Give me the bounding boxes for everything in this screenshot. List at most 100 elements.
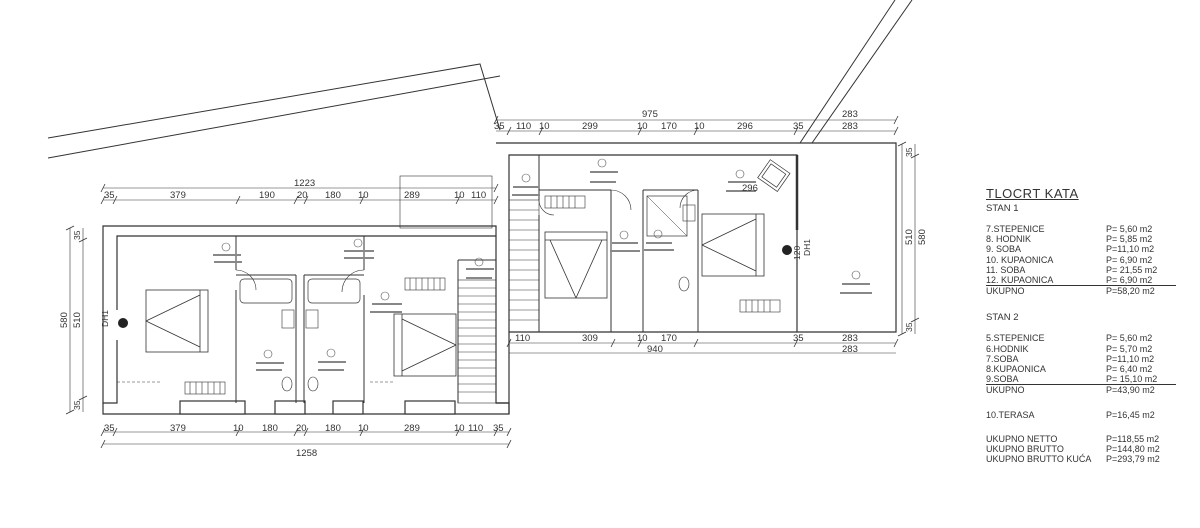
dim-total-top-left: 1223 <box>294 178 315 189</box>
room-number-bubble <box>263 349 273 359</box>
room-name: 11. SOBA <box>986 264 1026 275</box>
door-swing <box>610 189 632 211</box>
total-name: UKUPNO BRUTTO KUĆA <box>986 454 1092 465</box>
dim-segment: 10 <box>694 121 705 132</box>
toilet <box>307 376 319 392</box>
door-tag-marker <box>118 318 128 328</box>
room-label <box>256 362 284 364</box>
dim-segment: 170 <box>661 333 677 344</box>
legend-row: 9. SOBA P=11,10 m2 <box>986 244 1176 254</box>
legend-row: 7.SOBA P=11,10 m2 <box>986 354 1176 364</box>
dim-side: 35 <box>904 322 914 332</box>
dim-segment: 379 <box>170 190 186 201</box>
room-name: 7.SOBA <box>986 353 1019 364</box>
dim-total-top-right: 975 <box>642 109 658 120</box>
room-label <box>590 181 616 183</box>
sink <box>281 309 295 329</box>
room-area: P=11,10 m2 <box>1106 353 1155 364</box>
dim-segment: 110 <box>471 190 486 201</box>
legend-row: 10. KUPAONICA P= 6,90 m2 <box>986 255 1176 265</box>
dim-segment: 170 <box>661 121 677 132</box>
dim-segment: 296 <box>737 121 753 132</box>
dim-side: 580 <box>917 229 928 245</box>
toilet <box>678 276 690 292</box>
room-name: 10. KUPAONICA <box>986 254 1054 265</box>
dim-segment: 10 <box>637 333 648 344</box>
dim-segment: 35 <box>104 423 115 434</box>
room-number-bubble <box>474 257 484 267</box>
room-area: P=11,10 m2 <box>1106 244 1155 255</box>
room-area: P= 5,60 m2 <box>1106 333 1153 344</box>
dim-total-bottom: 1258 <box>296 448 317 459</box>
room-label <box>512 194 540 196</box>
terasa-area: P=16,45 m2 <box>1106 409 1155 420</box>
terrain-line <box>47 63 501 139</box>
total-area: P=144,80 m2 <box>1106 444 1160 455</box>
dim-segment: 289 <box>404 190 420 201</box>
dim-segment: 35 <box>793 333 804 344</box>
legend-grand-total-row: UKUPNO NETTO P=118,55 m2 <box>986 434 1176 444</box>
terrain-line <box>47 75 501 159</box>
total-name: UKUPNO NETTO <box>986 433 1058 444</box>
dim-segment: 10 <box>539 121 550 132</box>
room-label <box>344 257 374 259</box>
room-name: 7.STEPENICE <box>986 224 1045 234</box>
room-label <box>344 250 374 252</box>
room-label <box>318 361 346 363</box>
total-area: P=118,55 m2 <box>1106 433 1160 444</box>
dim-segment: 35 <box>494 121 505 132</box>
legend-total-row: UKUPNO P=58,20 m2 <box>986 286 1176 296</box>
dim-segment: 309 <box>582 333 598 344</box>
dim-segment: 283 <box>842 109 858 120</box>
room-label <box>213 254 241 256</box>
dim-total-bottom-right: 940 <box>647 344 663 355</box>
bed <box>701 213 765 277</box>
stan1-title: STAN 1 <box>986 203 1019 214</box>
room-label <box>590 171 618 173</box>
dim-segment: 180 <box>325 190 341 201</box>
legend-terasa-row: 10.TERASA P=16,45 m2 <box>986 410 1176 420</box>
door-tag: DH1 <box>802 239 812 256</box>
room-number-bubble <box>353 238 363 248</box>
room-area: P= 6,40 m2 <box>1106 364 1153 375</box>
room-area: P= 6,90 m2 <box>1106 254 1153 265</box>
dim-inner: 296 <box>742 183 758 194</box>
room-label <box>646 242 672 244</box>
total-name: UKUPNO <box>986 286 1025 297</box>
dim-segment: 10 <box>637 121 648 132</box>
dim-segment: 10 <box>454 423 465 434</box>
door-tag-marker <box>782 245 792 255</box>
wardrobe <box>184 381 226 395</box>
room-label <box>214 261 242 263</box>
bathtub <box>307 278 361 304</box>
door-swing <box>235 269 257 291</box>
total-area: P=58,20 m2 <box>1106 286 1155 297</box>
total-name: UKUPNO BRUTTO <box>986 444 1064 455</box>
room-label <box>372 303 402 305</box>
dim-segment: 180 <box>325 423 341 434</box>
room-label <box>466 268 494 270</box>
dim-segment: 10 <box>358 190 369 201</box>
stan2-title: STAN 2 <box>986 312 1019 324</box>
room-number-bubble <box>221 242 231 252</box>
dim-segment: 180 <box>262 423 278 434</box>
dim-segment: 289 <box>404 423 420 434</box>
legend-grand-total-row: UKUPNO BRUTTO P=144,80 m2 <box>986 444 1176 454</box>
bathtub <box>239 278 293 304</box>
armchair <box>757 159 791 192</box>
dim-side: 35 <box>904 147 914 157</box>
wardrobe <box>739 299 781 313</box>
dim-side: 35 <box>72 400 82 410</box>
terasa-name: 10.TERASA <box>986 409 1035 420</box>
room-name: 6.HODNIK <box>986 343 1029 354</box>
total-name: UKUPNO <box>986 385 1025 396</box>
room-name: 9. SOBA <box>986 244 1022 255</box>
room-label <box>466 277 492 279</box>
room-label <box>840 292 872 294</box>
